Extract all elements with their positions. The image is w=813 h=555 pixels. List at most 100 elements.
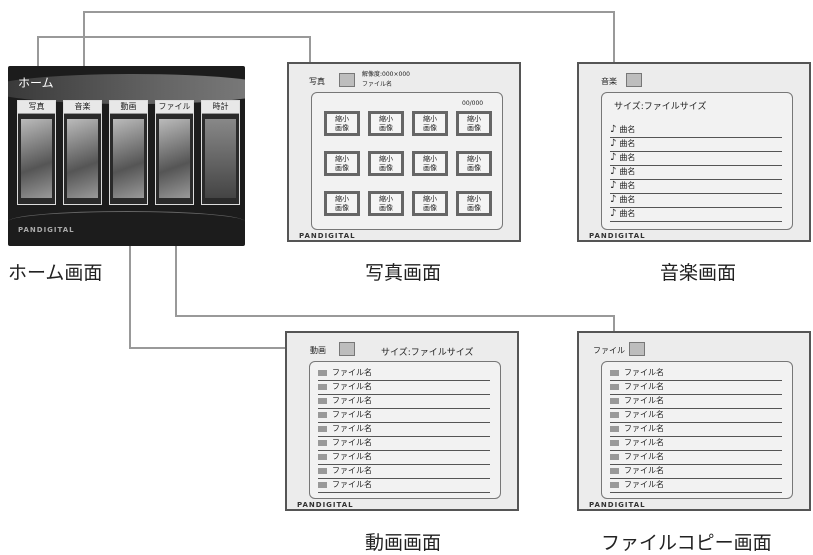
home-screen: ホーム 写真 音楽 動画 ファイル 時計 PANDIGITAL <box>8 66 245 246</box>
home-title: ホーム <box>18 76 54 90</box>
video-art-icon <box>113 119 144 198</box>
home-tile-label: 音楽 <box>64 101 101 114</box>
list-item[interactable]: ファイル名 <box>610 464 782 479</box>
list-item[interactable]: ファイル名 <box>318 408 490 423</box>
home-tile-video[interactable]: 動画 <box>109 100 148 205</box>
list-item[interactable]: ♪曲名 <box>610 193 782 208</box>
list-item-label: 曲名 <box>619 153 636 162</box>
thumbnail-item[interactable]: 縮小画像 <box>324 191 360 216</box>
list-item-label: ファイル名 <box>624 368 664 377</box>
caption-filecopy: ファイルコピー画面 <box>601 532 772 554</box>
photo-screen: 写真 解像度:000×000 ファイル名 00/000 縮小画像縮小画像縮小画像… <box>287 62 521 242</box>
clock-art-icon <box>205 119 236 198</box>
music-size-label: サイズ:ファイルサイズ <box>614 102 707 112</box>
file-icon <box>610 369 619 376</box>
thumbnail-item[interactable]: 縮小画像 <box>412 111 448 136</box>
caption-video: 動画画面 <box>365 532 442 554</box>
home-swoosh <box>8 74 245 104</box>
thumbnail-item[interactable]: 縮小画像 <box>456 191 492 216</box>
list-item[interactable]: ファイル名 <box>610 450 782 465</box>
list-item[interactable]: ファイル名 <box>610 380 782 395</box>
music-note-icon: ♪ <box>610 138 617 149</box>
thumbnail-item[interactable]: 縮小画像 <box>368 191 404 216</box>
caption-photo: 写真画面 <box>365 262 442 284</box>
file-icon <box>610 425 619 432</box>
list-item-label: ファイル名 <box>332 480 372 489</box>
list-item[interactable]: ♪曲名 <box>610 207 782 222</box>
music-header-box <box>626 73 642 87</box>
list-item-label: ファイル名 <box>332 410 372 419</box>
filecopy-panel: ファイル名ファイル名ファイル名ファイル名ファイル名ファイル名ファイル名ファイル名… <box>601 361 793 499</box>
list-item-label: 曲名 <box>619 125 636 134</box>
list-item[interactable]: ファイル名 <box>610 422 782 437</box>
list-item[interactable]: ファイル名 <box>318 478 490 493</box>
list-item[interactable]: ファイル名 <box>610 408 782 423</box>
list-item[interactable]: ファイル名 <box>610 478 782 493</box>
list-item[interactable]: ♪曲名 <box>610 137 782 152</box>
file-icon <box>610 453 619 460</box>
music-note-icon: ♪ <box>610 166 617 177</box>
file-icon <box>610 481 619 488</box>
filecopy-logo: PANDIGITAL <box>589 501 646 509</box>
photo-resolution: 解像度:000×000 <box>362 71 410 78</box>
music-screen: 音楽 サイズ:ファイルサイズ ♪曲名♪曲名♪曲名♪曲名♪曲名♪曲名♪曲名 PAN… <box>577 62 811 242</box>
music-note-icon: ♪ <box>610 194 617 205</box>
list-item-label: ファイル名 <box>624 424 664 433</box>
thumbnail-item[interactable]: 縮小画像 <box>368 111 404 136</box>
connector-home-to-music <box>83 11 615 101</box>
list-item[interactable]: ♪曲名 <box>610 165 782 180</box>
thumbnail-item[interactable]: 縮小画像 <box>412 151 448 176</box>
list-item-label: ファイル名 <box>624 382 664 391</box>
thumbnail-item[interactable]: 縮小画像 <box>456 111 492 136</box>
thumbnail-item[interactable]: 縮小画像 <box>324 151 360 176</box>
list-item[interactable]: ファイル名 <box>610 436 782 451</box>
connector-home-to-video <box>129 210 285 349</box>
list-item-label: ファイル名 <box>624 396 664 405</box>
music-panel: サイズ:ファイルサイズ ♪曲名♪曲名♪曲名♪曲名♪曲名♪曲名♪曲名 <box>601 92 793 230</box>
list-item[interactable]: ♪曲名 <box>610 179 782 194</box>
file-icon <box>610 397 619 404</box>
list-item[interactable]: ファイル名 <box>318 380 490 395</box>
music-note-icon: ♪ <box>610 152 617 163</box>
home-tile-photo[interactable]: 写真 <box>17 100 56 205</box>
home-tile-clock[interactable]: 時計 <box>201 100 240 205</box>
video-size-label: サイズ:ファイルサイズ <box>381 348 474 358</box>
thumbnail-item[interactable]: 縮小画像 <box>412 191 448 216</box>
list-item-label: ファイル名 <box>332 424 372 433</box>
list-item-label: 曲名 <box>619 195 636 204</box>
home-logo: PANDIGITAL <box>18 226 75 234</box>
list-item[interactable]: ♪曲名 <box>610 151 782 166</box>
list-item[interactable]: ファイル名 <box>318 450 490 465</box>
list-item-label: 曲名 <box>619 167 636 176</box>
music-note-icon: ♪ <box>610 208 617 219</box>
thumbnail-item[interactable]: 縮小画像 <box>324 111 360 136</box>
file-icon <box>610 411 619 418</box>
music-art-icon <box>67 119 98 198</box>
home-wave <box>8 211 245 232</box>
list-item-label: ファイル名 <box>332 438 372 447</box>
thumbnail-item[interactable]: 縮小画像 <box>456 151 492 176</box>
file-icon <box>318 425 327 432</box>
list-item-label: 曲名 <box>619 209 636 218</box>
list-item[interactable]: ♪曲名 <box>610 123 782 138</box>
list-item[interactable]: ファイル名 <box>318 366 490 381</box>
photo-panel: 00/000 縮小画像縮小画像縮小画像縮小画像縮小画像縮小画像縮小画像縮小画像縮… <box>311 92 503 230</box>
list-item[interactable]: ファイル名 <box>610 394 782 409</box>
filecopy-screen: ファイル ファイル名ファイル名ファイル名ファイル名ファイル名ファイル名ファイル名… <box>577 331 811 511</box>
list-item-label: ファイル名 <box>624 438 664 447</box>
filecopy-header-label: ファイル <box>593 346 625 355</box>
thumbnail-item[interactable]: 縮小画像 <box>368 151 404 176</box>
home-tile-music[interactable]: 音楽 <box>63 100 102 205</box>
list-item[interactable]: ファイル名 <box>318 422 490 437</box>
list-item-label: ファイル名 <box>332 382 372 391</box>
home-tile-file[interactable]: ファイル <box>155 100 194 205</box>
list-item[interactable]: ファイル名 <box>610 366 782 381</box>
video-header-label: 動画 <box>310 346 326 355</box>
list-item[interactable]: ファイル名 <box>318 394 490 409</box>
photo-art-icon <box>21 119 52 198</box>
music-note-icon: ♪ <box>610 124 617 135</box>
list-item-label: ファイル名 <box>624 466 664 475</box>
list-item[interactable]: ファイル名 <box>318 464 490 479</box>
list-item[interactable]: ファイル名 <box>318 436 490 451</box>
home-tile-label: ファイル <box>156 101 193 114</box>
